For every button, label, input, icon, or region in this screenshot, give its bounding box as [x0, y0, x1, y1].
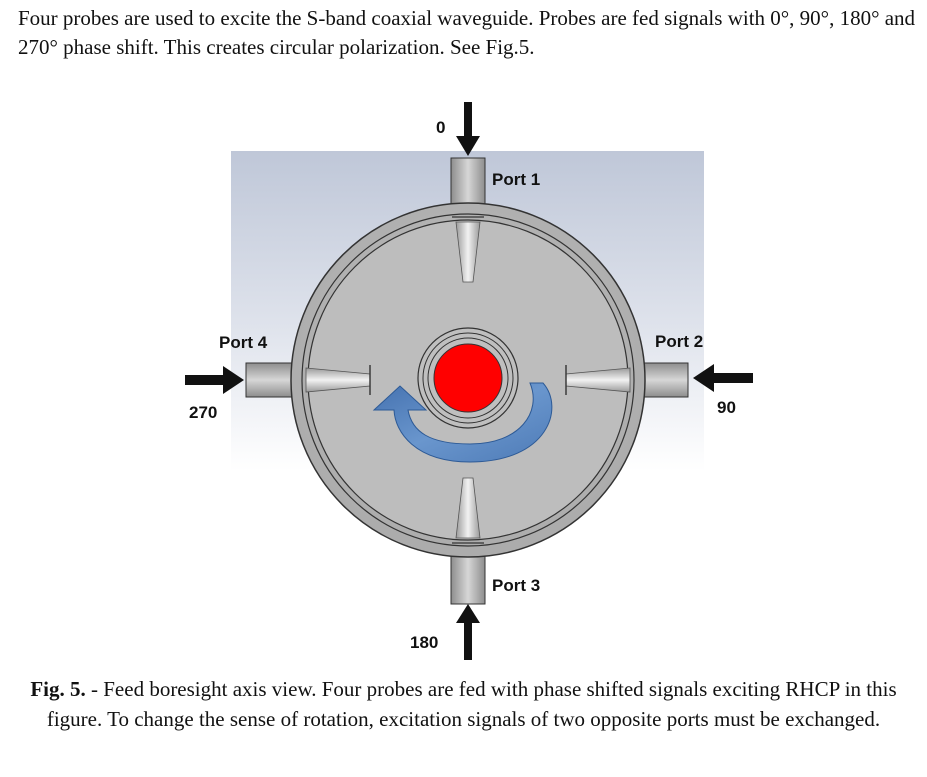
intro-paragraph: Four probes are used to excite the S-ban…	[18, 6, 916, 59]
phase-label-180: 180	[410, 633, 438, 652]
feed-arrow-port2	[693, 364, 753, 392]
port3-label: Port 3	[492, 576, 540, 595]
phase-label-0: 0	[436, 118, 445, 137]
center-conductor	[433, 343, 503, 413]
port4-label: Port 4	[219, 333, 268, 352]
caption-text: - Feed boresight axis view. Four probes …	[46, 677, 897, 731]
probe-top	[455, 221, 481, 283]
probe-bottom	[455, 477, 481, 539]
caption-label: Fig. 5.	[30, 677, 86, 701]
figure-caption: Fig. 5. - Feed boresight axis view. Four…	[10, 674, 917, 734]
phase-label-90: 90	[717, 398, 736, 417]
phase-label-270: 270	[189, 403, 217, 422]
port2-pipe	[639, 362, 689, 398]
port1-label: Port 1	[492, 170, 540, 189]
port4-pipe	[245, 362, 295, 398]
feed-arrow-port1	[456, 102, 480, 156]
rotation-arrow-icon	[372, 382, 553, 463]
feed-arrow-port3	[456, 604, 480, 660]
port2-label: Port 2	[655, 332, 703, 351]
feed-arrow-port4	[185, 366, 244, 394]
waveguide-ring	[301, 213, 635, 547]
